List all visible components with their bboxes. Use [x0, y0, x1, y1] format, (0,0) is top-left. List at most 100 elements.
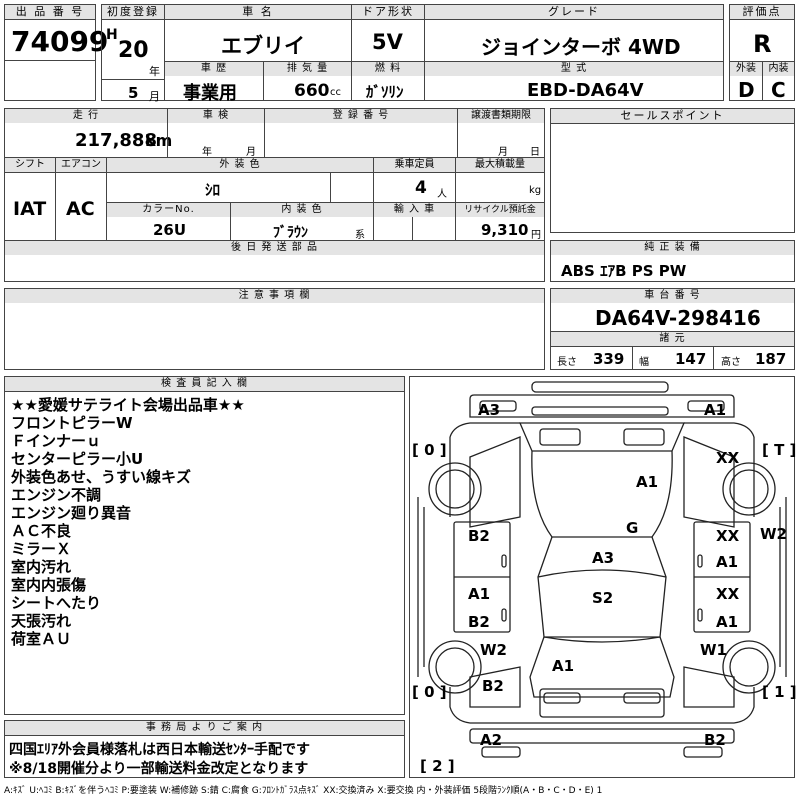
mark-b2-rear: B2 [482, 677, 504, 695]
capacity: 4 [415, 178, 427, 198]
plate-box: 登 録 番 号 [264, 108, 458, 158]
legend: A:ｷｽﾞ U:ﾍｺﾐ B:ｷｽﾞを伴うﾍｺﾐ P:要塗装 W:補修跡 S:錆 … [4, 786, 603, 796]
recycle-fee: 9,310 [481, 221, 529, 239]
note-line: エンジン不調 [11, 486, 102, 504]
shift-label: シフト [5, 158, 55, 172]
model-code: EBD-DA64V [527, 80, 644, 101]
mark-a1-hood: A1 [636, 473, 659, 491]
height: 187 [755, 350, 787, 368]
int-color-label: 内 装 色 [231, 203, 373, 217]
office-line-2: ※8/18開催分より一部輸送料金改定となります [9, 761, 309, 777]
bracket-1: [ 1 ] [762, 683, 797, 701]
shift: IAT [13, 198, 47, 220]
note-line: 外装色あせ、うすい線キズ [11, 468, 192, 486]
mark-b2-left-door: B2 [468, 527, 490, 545]
transfer-month-unit: 月 [498, 147, 508, 158]
transfer-box: 譲渡書類期限 月 日 [457, 108, 545, 158]
office-line-1: 四国ｴﾘｱ外会員様落札は西日本輸送ｾﾝﾀｰ手配です [9, 742, 310, 758]
car-name: エブリイ [221, 34, 305, 58]
door-box: ドア形状 5V [351, 4, 425, 62]
later-parts-box: 後 日 発 送 部 品 [4, 240, 545, 282]
exterior-box: 外装 D [729, 61, 763, 102]
note-line: Ｆインナーｕ [11, 432, 102, 450]
inspection-year-unit: 年 [202, 147, 212, 158]
note-line: ★★愛媛サテライト会場出品車★★ [11, 396, 245, 414]
note-line: 荷室ＡＵ [11, 630, 72, 648]
mark-w2-left: W2 [480, 641, 507, 659]
lot-box: 出 品 番 号 74099 [4, 4, 108, 61]
first-reg-box: 初度登録 H 20 年 5 月 [101, 4, 165, 103]
lot-label: 出 品 番 号 [5, 5, 95, 20]
score: R [753, 30, 772, 58]
note-line: ＡＣ不良 [11, 522, 72, 540]
score-label: 評価点 [730, 5, 794, 20]
bracket-2: [ 2 ] [420, 757, 455, 775]
mark-a1-right-rear: A1 [716, 613, 739, 631]
mark-w1-right: W1 [700, 641, 727, 659]
caution-label: 注 意 事 項 欄 [5, 289, 544, 303]
import-label: 輸 入 車 [374, 203, 455, 217]
ac-label: エアコン [56, 158, 106, 172]
fuel: ｶﾞｿﾘﾝ [366, 83, 404, 101]
width: 147 [675, 350, 707, 368]
car-name-label: 車 名 [165, 5, 351, 20]
grade-label: グレード [425, 5, 723, 20]
int-color-suffix: 系 [355, 230, 365, 241]
width-label: 幅 [639, 357, 649, 368]
spec-label: 諸 元 [551, 332, 794, 346]
transfer-label: 譲渡書類期限 [458, 109, 544, 123]
bracket-rear-left: [ 0 ] [412, 683, 447, 701]
displacement-box: 排 気 量 660 cc [263, 61, 352, 101]
height-label: 高さ [721, 357, 741, 368]
displacement: 660 [294, 81, 330, 101]
history: 事業用 [183, 83, 237, 104]
note-line: ミラーＸ [11, 540, 72, 558]
sales-point-box: セールスポイント [550, 108, 795, 233]
chassis-box: 車 台 番 号 DA64V-298416 諸 元 長さ 339 幅 147 高さ… [550, 288, 795, 370]
mark-a1-right-door: A1 [716, 553, 739, 571]
transfer-day-unit: 日 [530, 147, 540, 158]
note-line: フロントピラーW [11, 414, 133, 432]
mark-a1-top: A1 [704, 401, 727, 419]
spec-grid: シフト エアコン 外 装 色 乗車定員 最大積載量 IAT AC ｼﾛ 4 人 … [4, 157, 545, 241]
mileage-unit: km [145, 131, 173, 150]
car-diagram-box: A3 A1 [ 0 ] [ T ] XX A1 G B2 XX W2 A3 A1… [409, 376, 797, 778]
caution-box: 注 意 事 項 欄 [4, 288, 545, 370]
note-line: 天張汚れ [11, 612, 72, 630]
lot-blank [4, 60, 96, 101]
plate-label: 登 録 番 号 [265, 109, 457, 123]
bracket-front-left: [ 0 ] [412, 441, 447, 459]
mark-b2-bottom: B2 [704, 731, 726, 749]
fuel-label: 燃 料 [352, 62, 424, 76]
capacity-label: 乗車定員 [374, 158, 455, 172]
mark-a1-left-rear-door: A1 [468, 585, 491, 603]
inspection-box: 車 検 年 月 [167, 108, 265, 158]
note-line: シートへたり [11, 594, 102, 612]
grade: ジョインターボ 4WD [481, 35, 681, 59]
model-label: 型 式 [425, 62, 723, 76]
note-line: 室内内張傷 [11, 576, 87, 594]
mark-a1-rear: A1 [552, 657, 575, 675]
note-line: 室内汚れ [11, 558, 72, 576]
bracket-t: [ T ] [762, 441, 797, 459]
max-load-label: 最大積載量 [456, 158, 544, 172]
mileage: 217,888 [75, 130, 157, 151]
genuine-box: 純 正 装 備 ABS ｴｱB PS PW [550, 240, 795, 282]
ac: AC [66, 198, 95, 220]
year-unit: 年 [149, 65, 160, 78]
length: 339 [593, 350, 625, 368]
mark-xx-front-right: XX [716, 449, 740, 467]
color-no-label: カラーNo. [107, 203, 230, 217]
model-box: 型 式 EBD-DA64V [424, 61, 724, 101]
chassis-number: DA64V-298416 [595, 306, 761, 330]
mark-a3-roof: A3 [592, 549, 615, 567]
first-reg-label: 初度登録 [102, 5, 164, 20]
exterior-score: D [738, 78, 755, 102]
office-box: 事 務 局 よ り ご 案 内 四国ｴﾘｱ外会員様落札は西日本輸送ｾﾝﾀｰ手配で… [4, 720, 405, 778]
color-label: 外 装 色 [107, 158, 373, 172]
recycle-unit: 円 [531, 230, 541, 241]
inspector-label: 検 査 員 記 入 欄 [5, 377, 404, 392]
car-diagram [417, 381, 787, 758]
color-number: 26U [153, 221, 187, 239]
inspection-label: 車 検 [168, 109, 264, 123]
